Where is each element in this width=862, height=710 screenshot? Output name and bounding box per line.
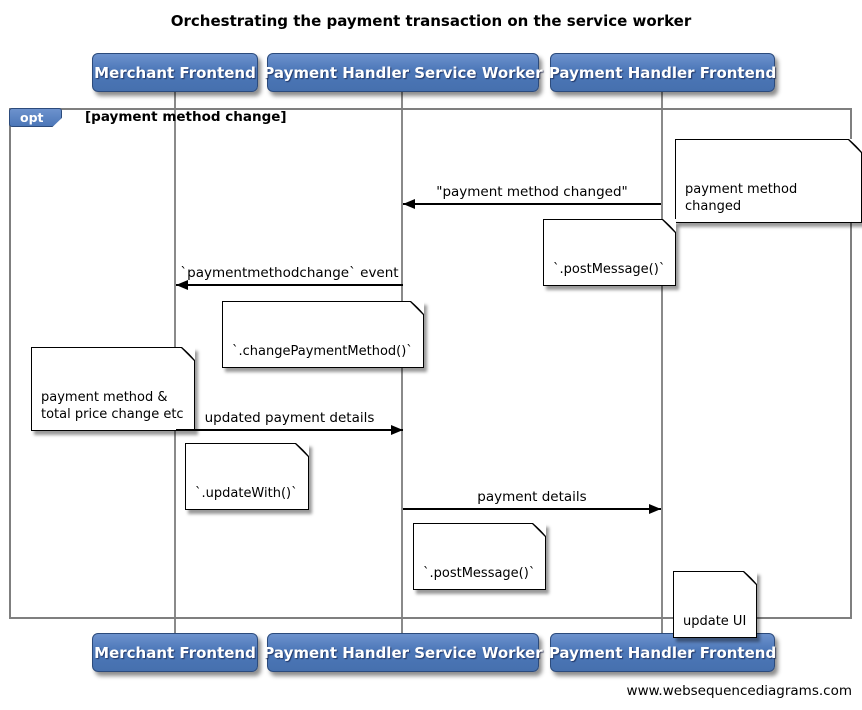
arrowhead-left-icon (176, 279, 188, 290)
arrowhead-left-icon (403, 198, 415, 209)
actor-top-merchant-frontend: Merchant Frontend (92, 53, 258, 92)
diagram-title: Orchestrating the payment transaction on… (170, 12, 692, 30)
note-fold-icon (294, 443, 309, 457)
message-label: updated payment details (204, 410, 375, 426)
note-text: `.updateWith()` (195, 486, 298, 501)
message-payment-details: payment details (403, 489, 661, 514)
message-line (403, 198, 661, 209)
message-label: payment details (477, 489, 587, 505)
message-paymentmethodchange-event: `paymentmethodchange` event (176, 265, 403, 290)
message-label: "payment method changed" (436, 184, 628, 200)
note-text: `.postMessage()` (423, 566, 536, 581)
message-line (176, 424, 403, 435)
actor-bottom-payment-handler-service-worker: Payment Handler Service Worker (263, 633, 543, 672)
note-text: `.postMessage()` (553, 262, 666, 277)
note-fold-icon (662, 219, 677, 233)
actor-top-payment-handler-service-worker: Payment Handler Service Worker (263, 53, 543, 92)
note-payment-method-total-price: payment method & total price change etc (31, 347, 195, 431)
note-fold-icon (743, 571, 758, 585)
opt-frame-operator-tab: opt (9, 108, 62, 127)
note-updatewith: `.updateWith()` (185, 443, 309, 510)
note-postmessage-2: `.postMessage()` (413, 523, 547, 590)
note-fold-icon (848, 139, 862, 153)
note-fold-icon (532, 523, 547, 537)
message-line (176, 279, 403, 290)
note-payment-method-changed: payment method changed (675, 139, 862, 223)
note-changepaymentmethod: `.changePaymentMethod()` (222, 301, 424, 368)
opt-frame-condition: [payment method change] (85, 109, 287, 125)
message-label: `paymentmethodchange` event (180, 265, 399, 281)
opt-frame (9, 108, 852, 619)
lifeline-payment-handler-frontend (661, 92, 663, 633)
note-fold-icon (180, 347, 195, 361)
note-fold-icon (409, 301, 424, 315)
actor-bottom-merchant-frontend: Merchant Frontend (92, 633, 258, 672)
watermark-websequencediagrams: www.websequencediagrams.com (626, 683, 852, 699)
note-text: update UI (683, 614, 747, 629)
note-text: `.changePaymentMethod()` (232, 344, 413, 359)
actor-bottom-payment-handler-frontend: Payment Handler Frontend (549, 633, 776, 672)
note-text: payment method changed (685, 182, 798, 214)
arrowhead-right-icon (391, 424, 403, 435)
note-text: payment method & total price change etc (41, 390, 184, 422)
message-line (403, 503, 661, 514)
note-update-ui: update UI (673, 571, 758, 638)
message-updated-payment-details: updated payment details (176, 410, 403, 435)
note-postmessage-1: `.postMessage()` (543, 219, 677, 286)
message-payment-method-changed: "payment method changed" (403, 184, 661, 209)
arrowhead-right-icon (649, 503, 661, 514)
actor-top-payment-handler-frontend: Payment Handler Frontend (549, 53, 776, 92)
